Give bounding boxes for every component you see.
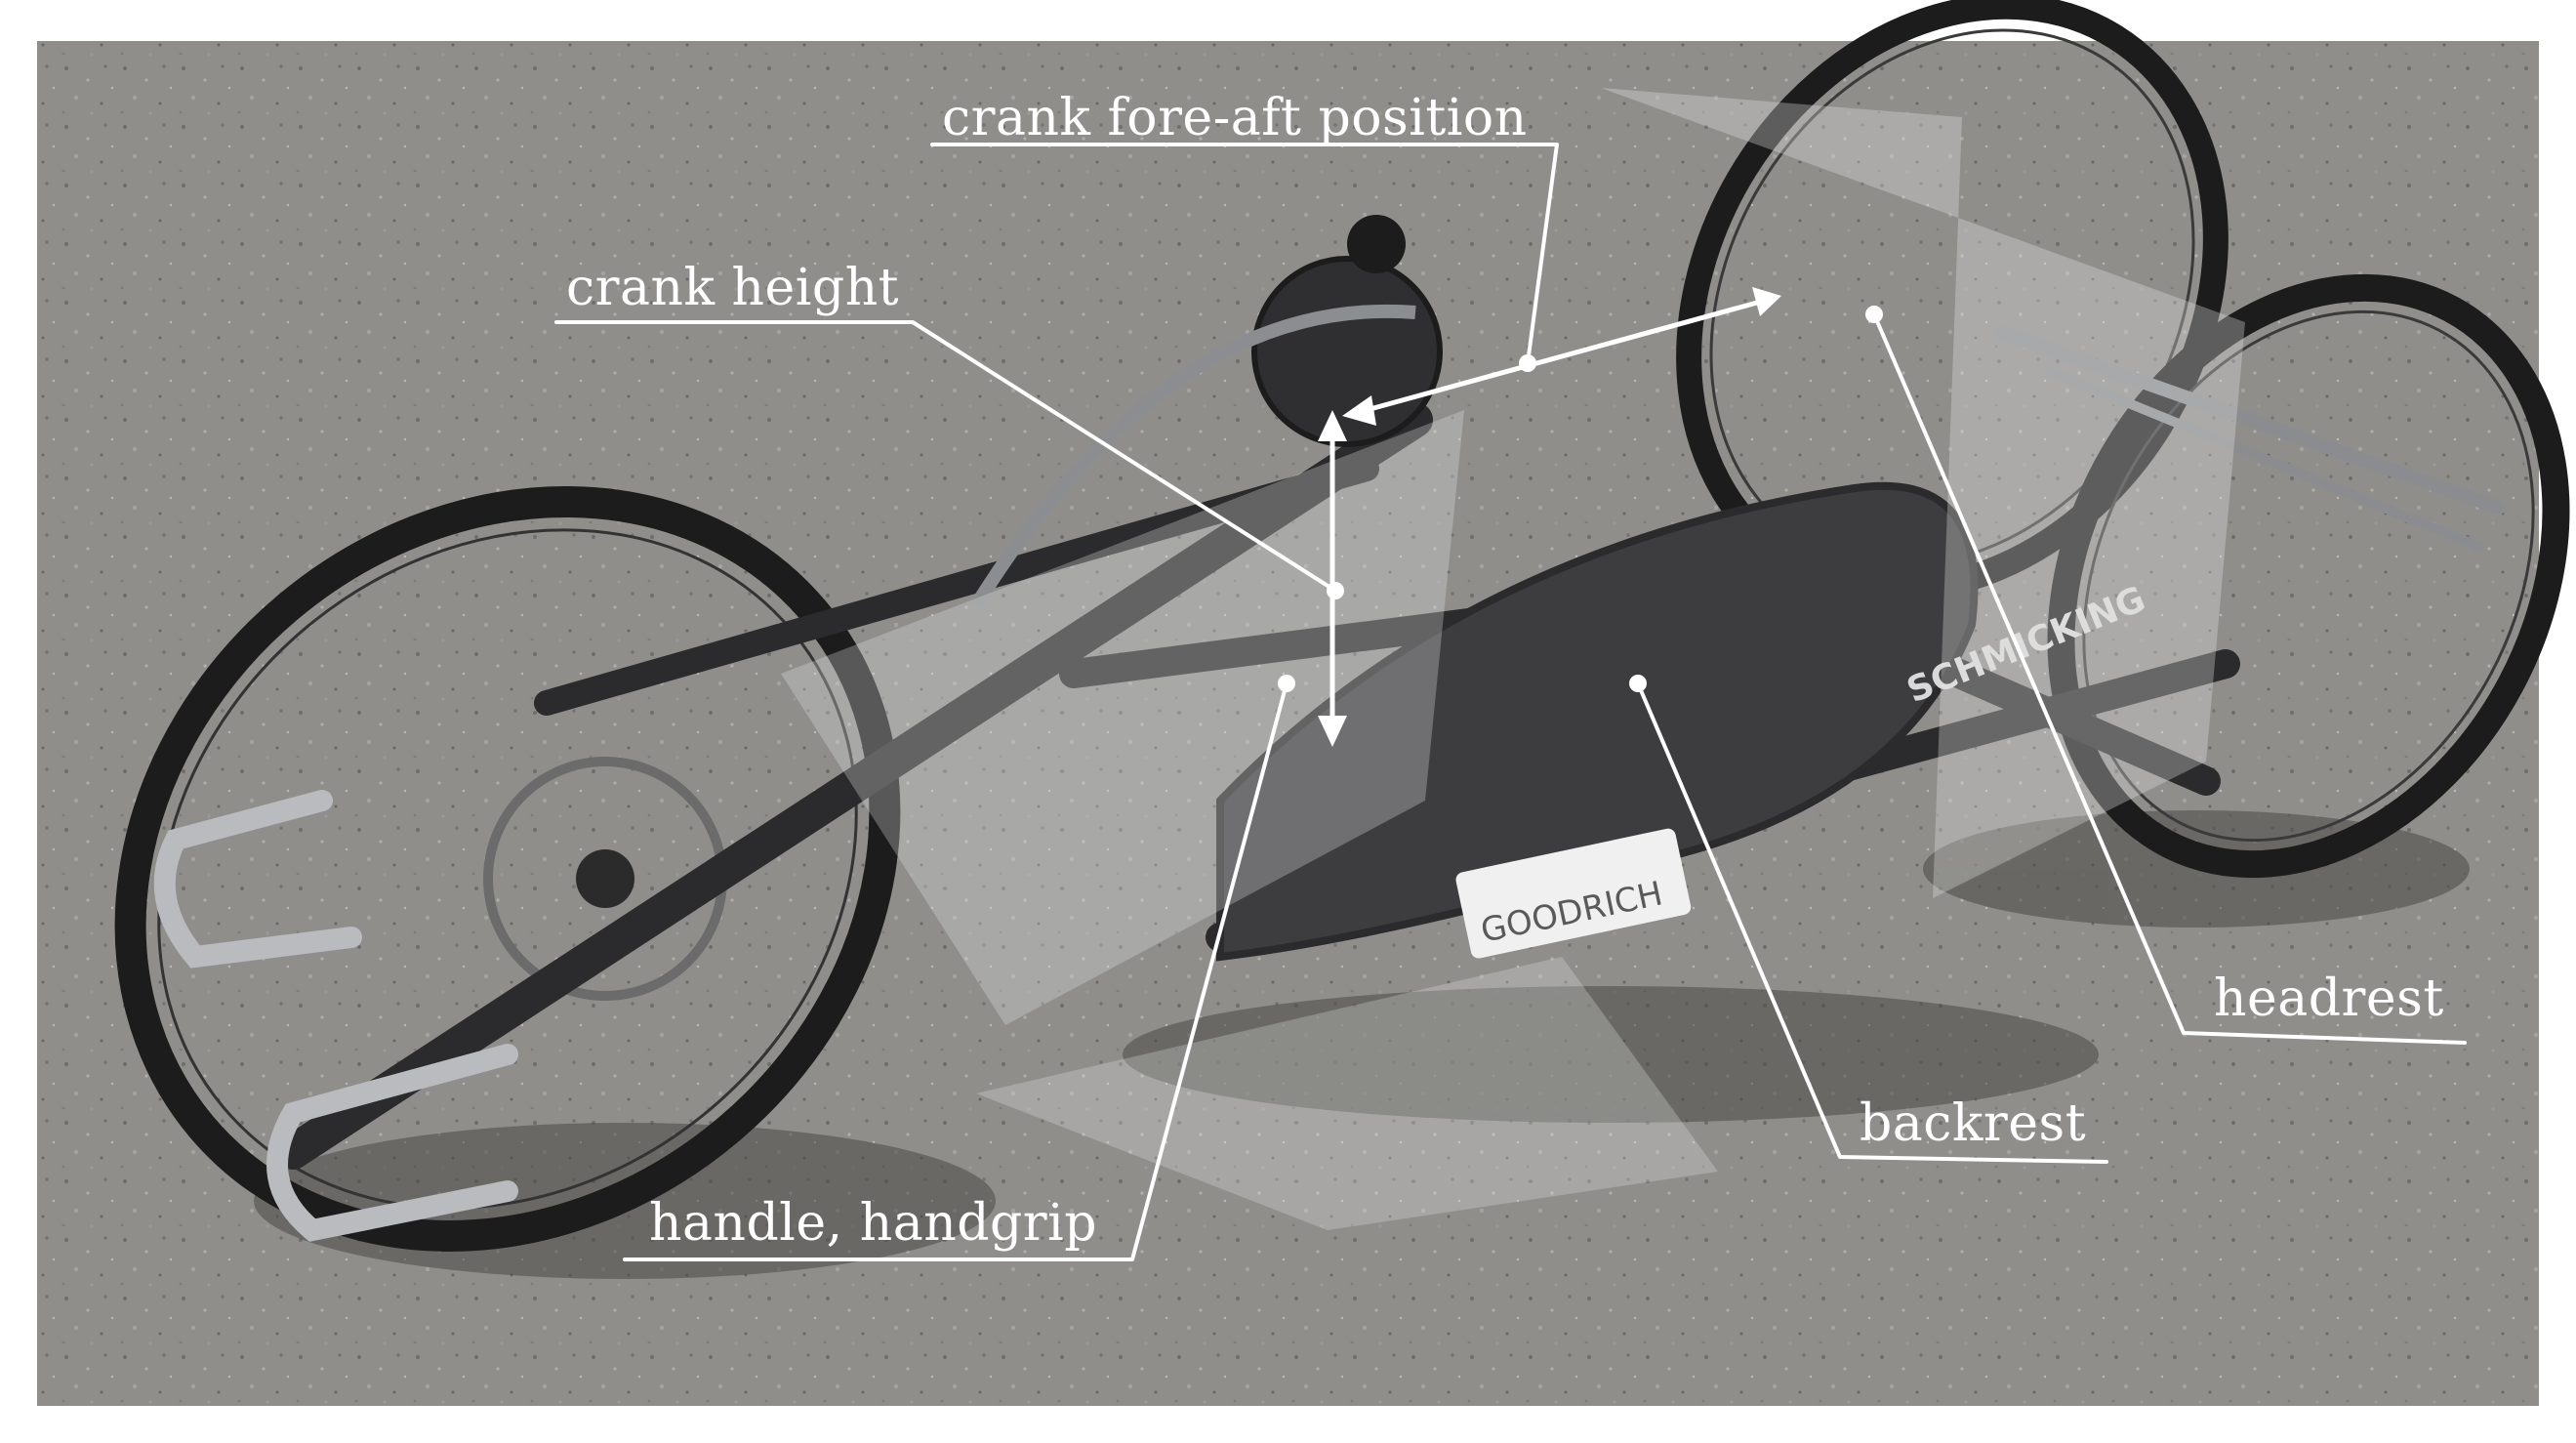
callout-backrest: backrest (1860, 1094, 2086, 1153)
crank-fore-aft-arrow (1342, 287, 1781, 426)
callout-leaders (554, 143, 2467, 1261)
rear-right-wheel (2047, 273, 2570, 879)
handgrips (153, 790, 518, 1242)
callout-handle-handgrip: handle, handgrip (649, 1194, 1097, 1253)
callout-crank-height: crank height (566, 259, 899, 317)
crank-assembly (970, 215, 1443, 609)
crank-height-arrow (1318, 410, 1347, 747)
callout-headrest: headrest (2214, 969, 2444, 1028)
callout-crank-fore-aft-position: crank fore-aft position (942, 89, 1528, 147)
seat-decal-plate (1455, 828, 1692, 959)
